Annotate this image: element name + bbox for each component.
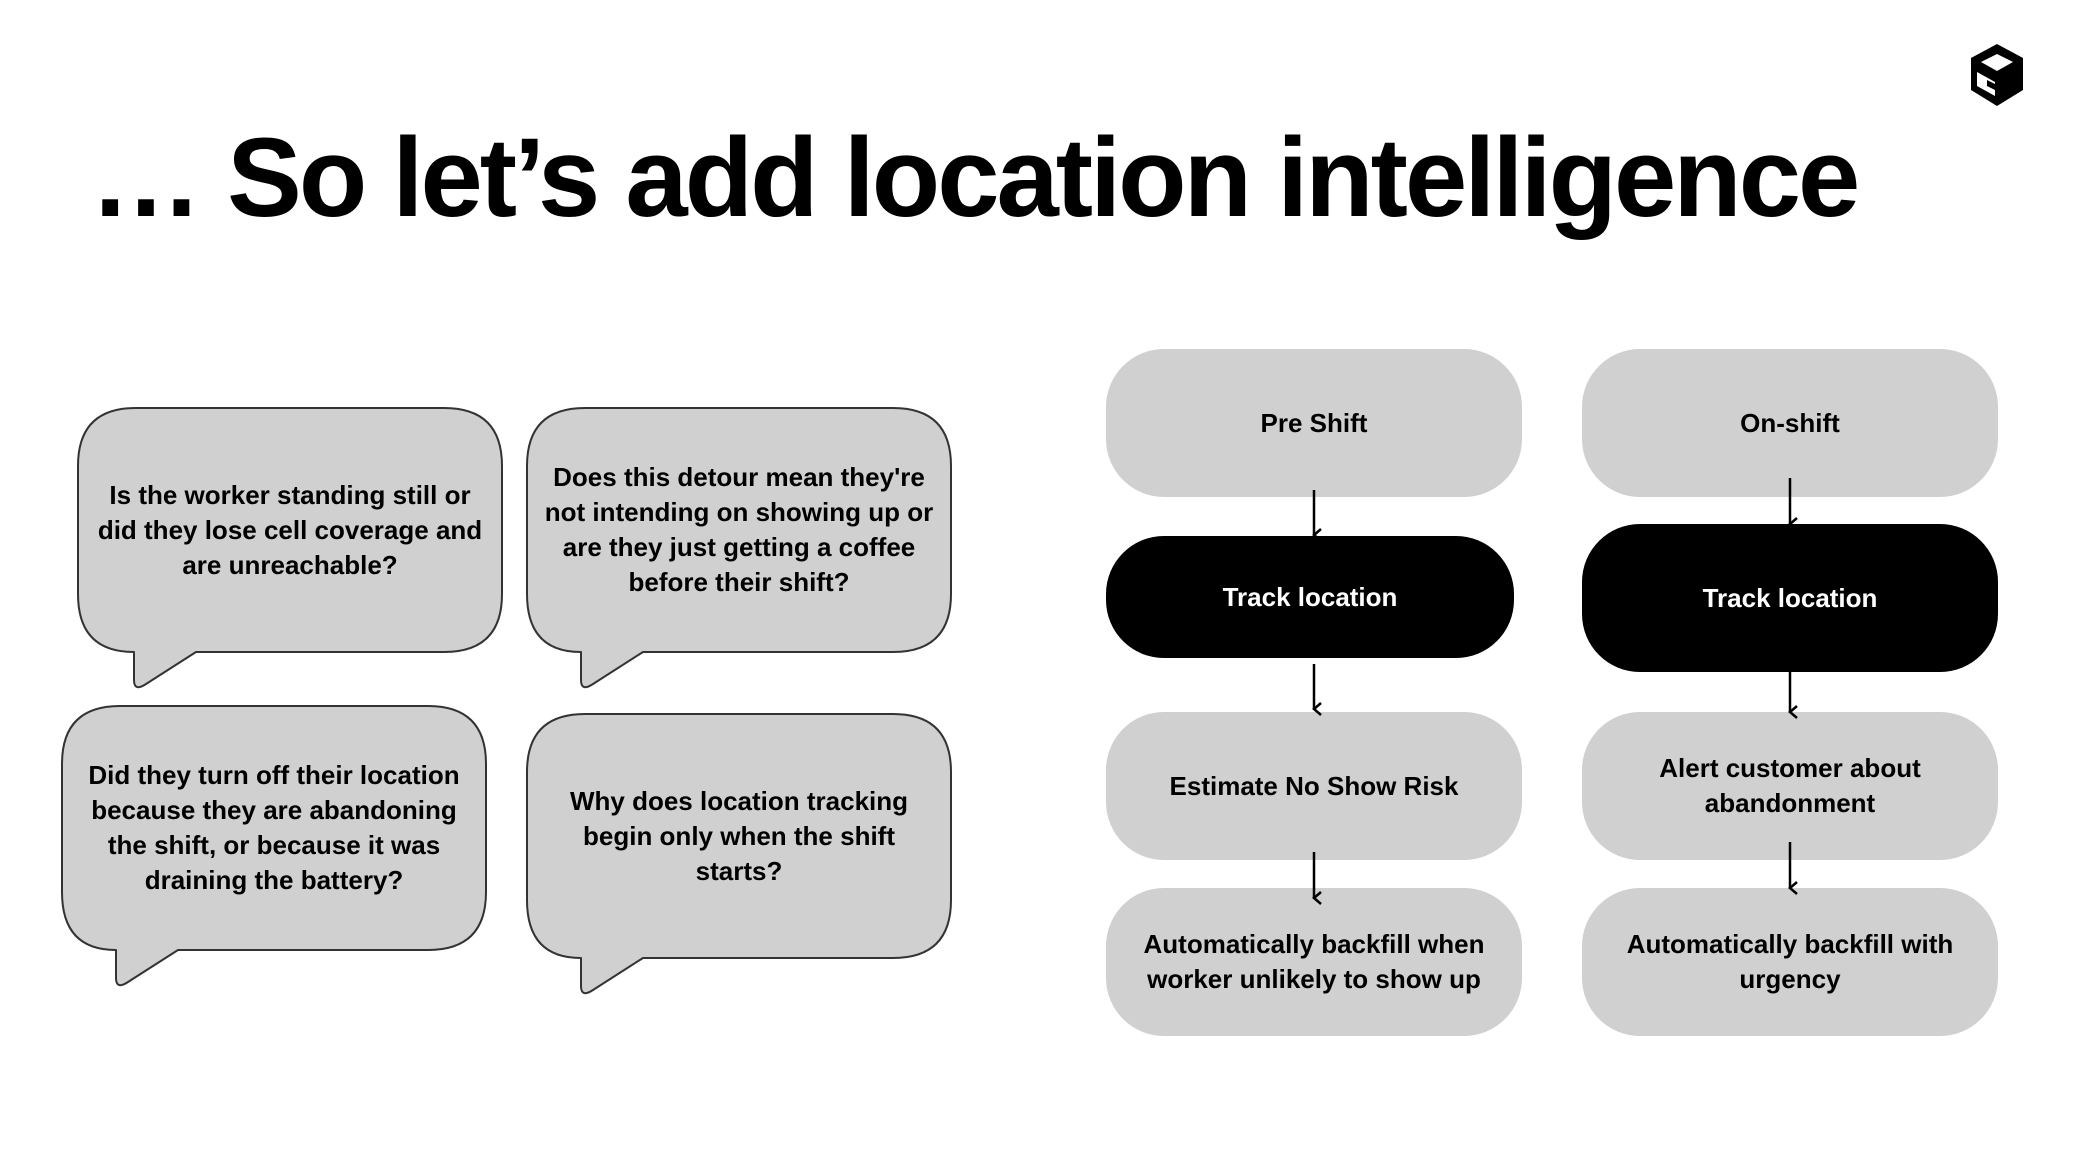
cube-logo-icon bbox=[1971, 44, 2023, 106]
speech-bubble-2: Does this detour mean they're not intend… bbox=[544, 462, 934, 597]
speech-bubble-1: Is the worker standing still or did they… bbox=[97, 479, 483, 580]
speech-bubble-2-shape bbox=[526, 407, 952, 689]
flow2-step4-node: Automatically backfill with urgency bbox=[1582, 888, 1998, 1036]
speech-bubble-4-shape bbox=[526, 713, 952, 995]
speech-bubble-1-shape bbox=[77, 407, 503, 689]
speech-bubble-3: Did they turn off their location because… bbox=[88, 760, 460, 895]
flow1-step3-node: Estimate No Show Risk bbox=[1106, 712, 1522, 860]
speech-bubble-3-shape bbox=[61, 705, 487, 987]
flow1-step1-node: Pre Shift bbox=[1106, 349, 1522, 497]
flow2-step1-node: On-shift bbox=[1582, 349, 1998, 497]
flow2-step2-node: Track location bbox=[1582, 524, 1998, 672]
flow1-step2-node: Track location bbox=[1106, 536, 1514, 658]
speech-bubble-4: Why does location tracking begin only wh… bbox=[569, 785, 909, 886]
speech-bubbles bbox=[61, 407, 952, 995]
page-title: … So let’s add location intelligence bbox=[90, 115, 1860, 240]
flow1-step4-node: Automatically backfill when worker unlik… bbox=[1106, 888, 1522, 1036]
flow2-step3-node: Alert customer about abandonment bbox=[1582, 712, 1998, 860]
